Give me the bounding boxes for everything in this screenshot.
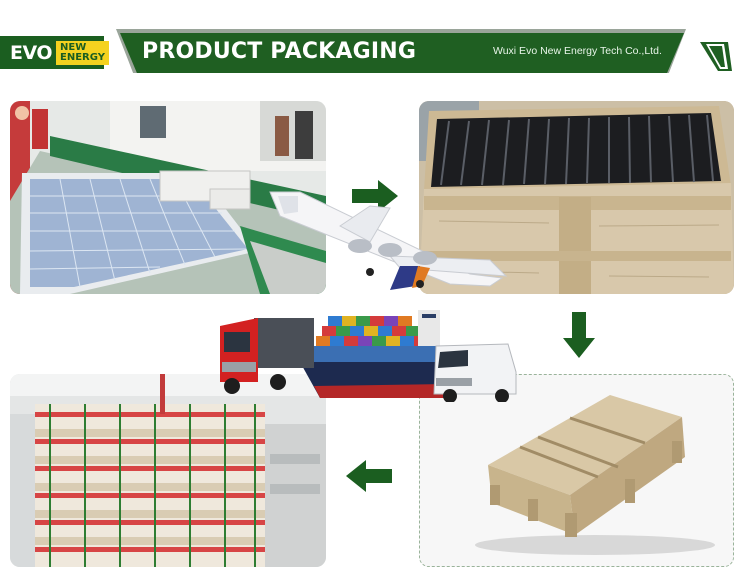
arrow-right-icon — [352, 180, 398, 212]
transport-vehicles — [220, 310, 517, 402]
arrow-down-icon — [563, 312, 595, 358]
logo-sub-text-2: ENERGY — [60, 51, 105, 63]
truck-icon — [220, 318, 314, 394]
cargo-ship-icon — [300, 310, 460, 398]
logo-sub-text-1: NEW — [60, 41, 87, 53]
page-title: PRODUCT PACKAGING — [142, 39, 417, 64]
corner-decoration-icon — [700, 42, 732, 71]
photo-wooden-crate — [419, 374, 734, 567]
company-name: Wuxi Evo New Energy Tech Co.,Ltd. — [493, 45, 662, 57]
photo-warehouse-stack — [10, 374, 326, 567]
logo-sub-box: NEW ENERGY — [56, 40, 109, 65]
header: EVO NEW ENERGY PRODUCT PACKAGING Wuxi Ev… — [0, 0, 750, 92]
logo-main-text: EVO — [10, 41, 53, 64]
title-banner — [120, 33, 684, 73]
arrow-left-icon — [346, 460, 392, 492]
airplane-icon — [269, 191, 508, 290]
van-icon — [433, 343, 517, 402]
logo: EVO NEW ENERGY — [0, 36, 109, 69]
